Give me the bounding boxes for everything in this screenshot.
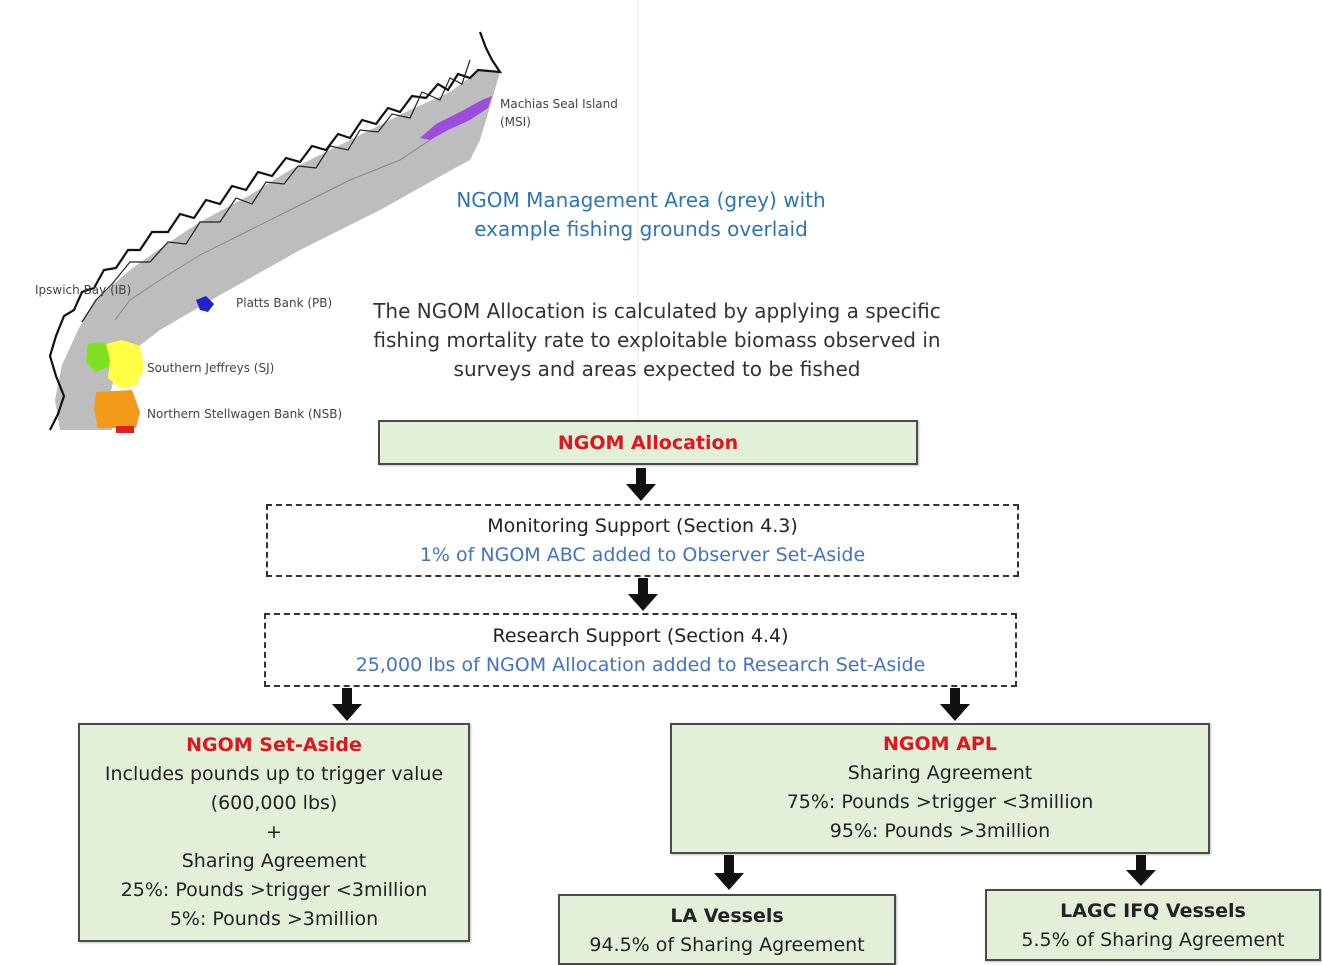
- nsb-label: Northern Stellwagen Bank (NSB): [147, 407, 343, 421]
- platts-area: [196, 296, 214, 312]
- red-area: [116, 426, 134, 433]
- arrow-apl-la: [714, 855, 744, 890]
- msi-label-line1: Machias Seal Island: [500, 97, 618, 111]
- la-vessels-box: LA Vessels 94.5% of Sharing Agreement: [558, 894, 896, 965]
- arrow-apl-lagc: [1126, 855, 1156, 886]
- lagc-vessels-title: LAGC IFQ Vessels: [1060, 900, 1246, 922]
- sj-label: Southern Jeffreys (SJ): [147, 361, 275, 375]
- allocation-title: NGOM Allocation: [557, 432, 739, 454]
- sj-area: [106, 340, 144, 388]
- arrow-research-apl: [940, 688, 970, 721]
- set-aside-line4: Sharing Agreement: [181, 850, 367, 872]
- msi-label-line2: (MSI): [500, 115, 531, 129]
- msi-area: [420, 96, 492, 140]
- ipswich-label: Ipswich Bay (IB): [35, 283, 132, 297]
- research-title: Research Support (Section 4.4): [492, 625, 789, 647]
- apl-line3: 95%: Pounds >3million: [829, 820, 1051, 842]
- monitoring-title: Monitoring Support (Section 4.3): [487, 515, 798, 537]
- monitoring-detail: 1% of NGOM ABC added to Observer Set-Asi…: [419, 544, 866, 566]
- depth-contour: [114, 111, 471, 321]
- description-line2: fishing mortality rate to exploitable bi…: [373, 328, 941, 352]
- arrow-allocation-monitoring: [626, 468, 656, 501]
- research-detail: 25,000 lbs of NGOM Allocation added to R…: [355, 654, 926, 676]
- set-aside-line2: (600,000 lbs): [210, 792, 338, 814]
- la-vessels-title: LA Vessels: [670, 905, 784, 927]
- map-title-line1: NGOM Management Area (grey) with: [456, 188, 826, 212]
- apl-box: NGOM APL Sharing Agreement 75%: Pounds >…: [670, 723, 1210, 854]
- monitoring-box: Monitoring Support (Section 4.3) 1% of N…: [266, 504, 1019, 577]
- ipswich-area: [86, 342, 112, 372]
- allocation-description: The NGOM Allocation is calculated by app…: [362, 297, 952, 384]
- apl-title: NGOM APL: [883, 733, 997, 755]
- apl-line2: 75%: Pounds >trigger <3million: [786, 791, 1094, 813]
- nsb-area: [94, 390, 140, 428]
- set-aside-line1: Includes pounds up to trigger value: [104, 763, 444, 785]
- map-title-line2: example fishing grounds overlaid: [474, 217, 808, 241]
- research-box: Research Support (Section 4.4) 25,000 lb…: [264, 613, 1017, 687]
- ngom-map: [48, 0, 639, 433]
- set-aside-line5: 25%: Pounds >trigger <3million: [120, 879, 428, 901]
- set-aside-line3: +: [266, 821, 282, 843]
- lagc-vessels-box: LAGC IFQ Vessels 5.5% of Sharing Agreeme…: [985, 889, 1321, 961]
- platts-label: Platts Bank (PB): [236, 296, 333, 310]
- apl-line1: Sharing Agreement: [847, 762, 1033, 784]
- set-aside-line6: 5%: Pounds >3million: [169, 908, 379, 930]
- set-aside-title: NGOM Set-Aside: [186, 734, 362, 756]
- msi-label: Machias Seal Island (MSI): [500, 95, 618, 131]
- set-aside-box: NGOM Set-Aside Includes pounds up to tri…: [78, 723, 470, 942]
- la-vessels-detail: 94.5% of Sharing Agreement: [589, 934, 865, 956]
- management-area-polygon: [55, 70, 500, 430]
- arrow-monitoring-research: [628, 578, 658, 611]
- lagc-vessels-detail: 5.5% of Sharing Agreement: [1021, 929, 1285, 951]
- allocation-box: NGOM Allocation: [378, 420, 918, 465]
- coastline-inner: [81, 59, 471, 323]
- description-line1: The NGOM Allocation is calculated by app…: [373, 299, 941, 323]
- map-title: NGOM Management Area (grey) with example…: [440, 186, 842, 244]
- arrow-research-setaside: [332, 688, 362, 721]
- coastline: [48, 31, 503, 431]
- description-line3: surveys and areas expected to be fished: [453, 357, 861, 381]
